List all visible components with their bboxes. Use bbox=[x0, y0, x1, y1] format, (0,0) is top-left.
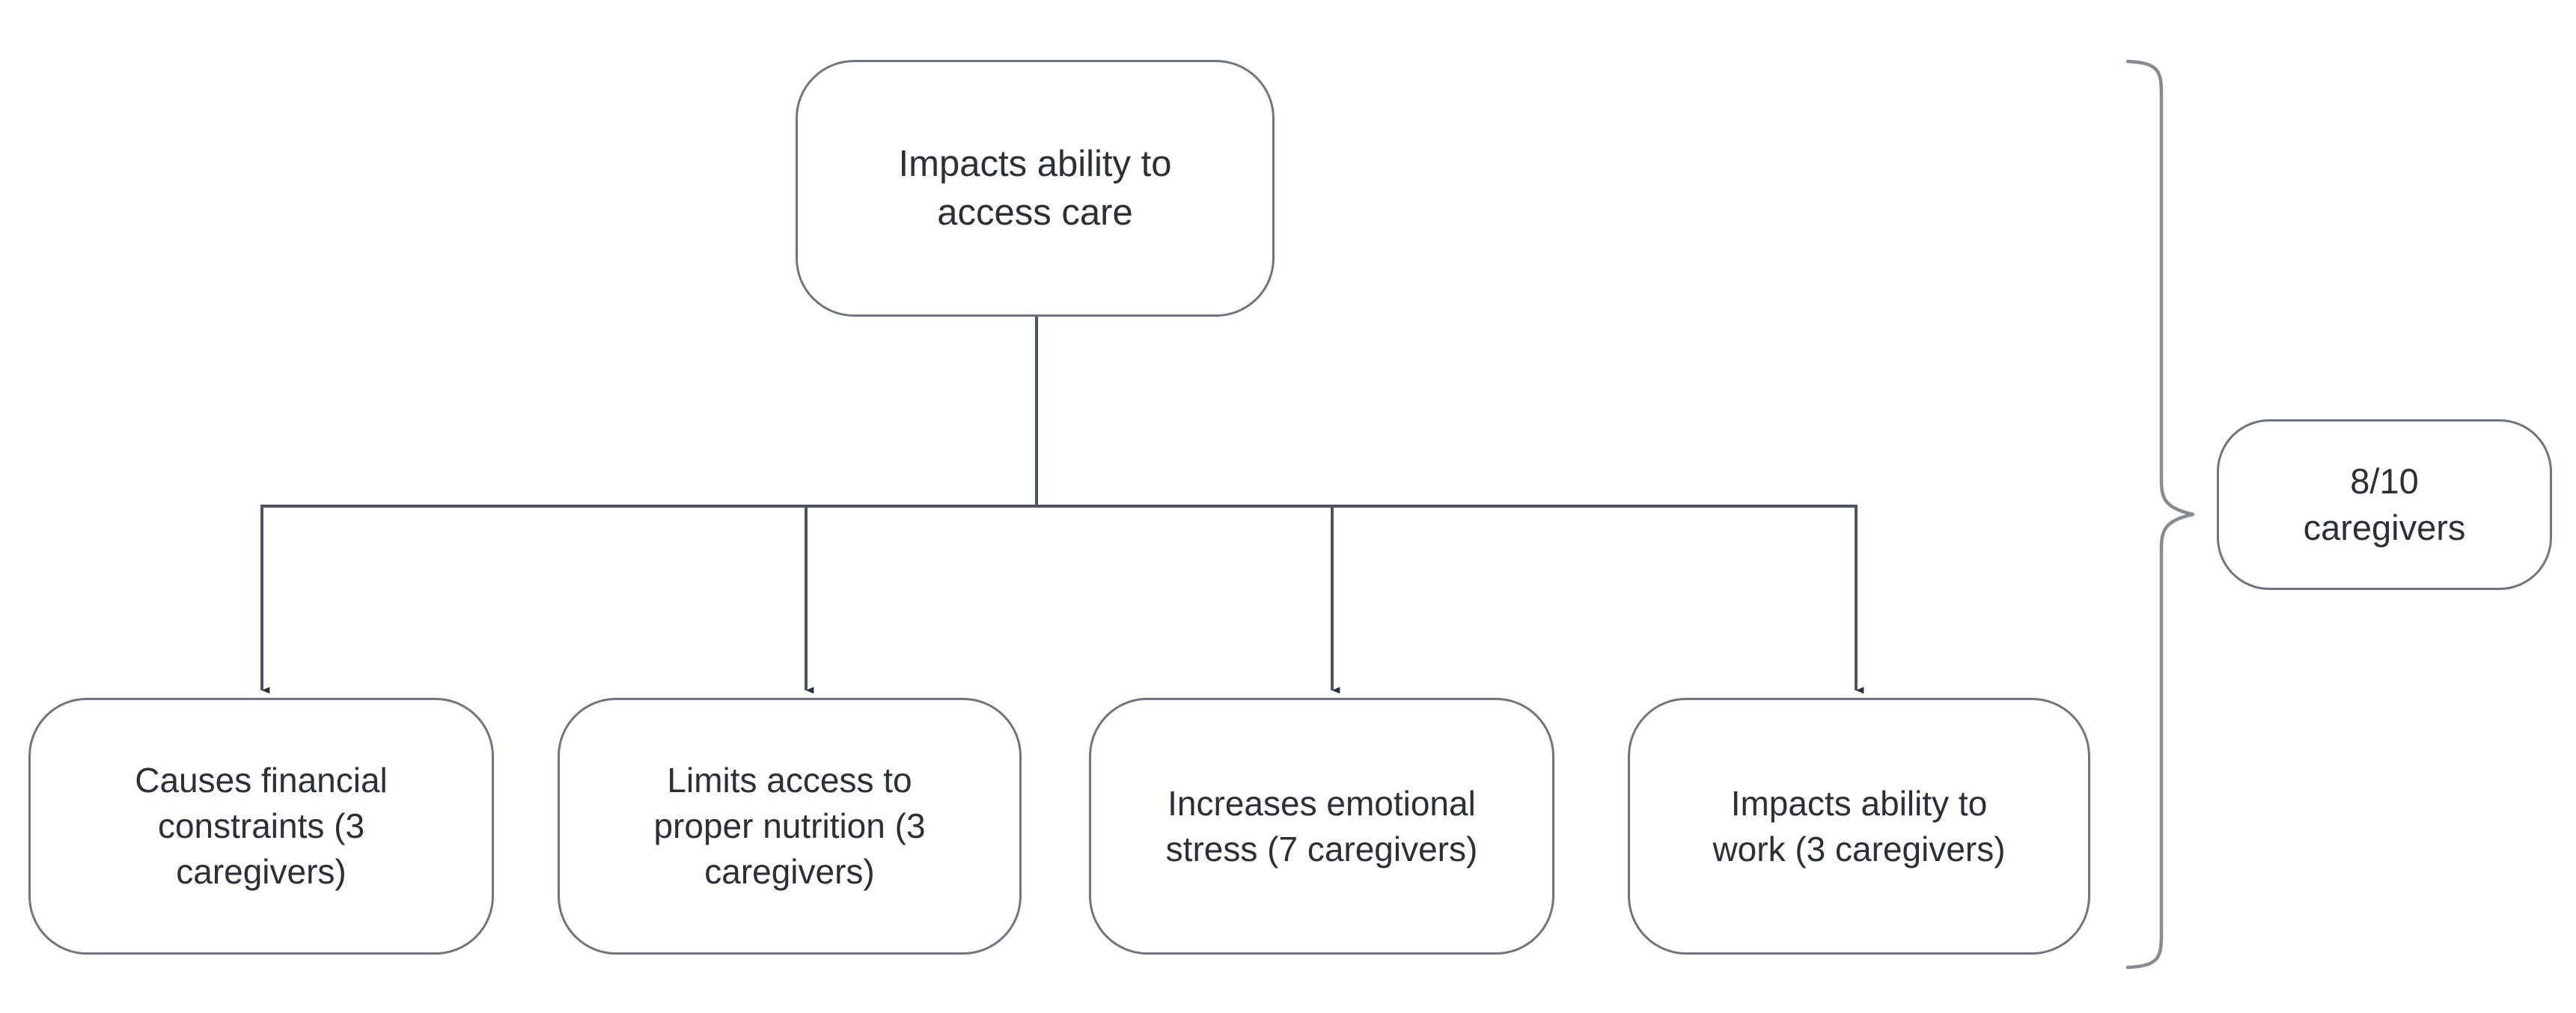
node-child-1-label: Limits access to proper nutrition (3 car… bbox=[653, 761, 926, 891]
node-impacts-ability-to-work[interactable]: Impacts ability to work (3 caregivers) bbox=[1628, 698, 2090, 955]
node-child-2-label: Increases emotional stress (7 caregivers… bbox=[1165, 783, 1478, 868]
node-root[interactable]: Impacts ability to access care bbox=[796, 60, 1275, 317]
node-root-label: Impacts ability to access care bbox=[898, 143, 1172, 233]
summary-brace bbox=[2125, 59, 2195, 970]
bus-elbow-right bbox=[1837, 505, 1858, 526]
node-limits-access-to-proper-nutrition[interactable]: Limits access to proper nutrition (3 car… bbox=[558, 698, 1022, 955]
bus-elbow-left bbox=[260, 505, 281, 526]
node-child-0-label: Causes financial constraints (3 caregive… bbox=[135, 761, 388, 891]
node-summary-badge[interactable]: 8/10 caregivers bbox=[2217, 419, 2552, 590]
node-causes-financial-constraints[interactable]: Causes financial constraints (3 caregive… bbox=[28, 698, 494, 955]
node-increases-emotional-stress[interactable]: Increases emotional stress (7 caregivers… bbox=[1089, 698, 1554, 955]
node-summary-badge-label: 8/10 caregivers bbox=[2303, 460, 2466, 547]
node-child-3-label: Impacts ability to work (3 caregivers) bbox=[1712, 783, 2006, 868]
